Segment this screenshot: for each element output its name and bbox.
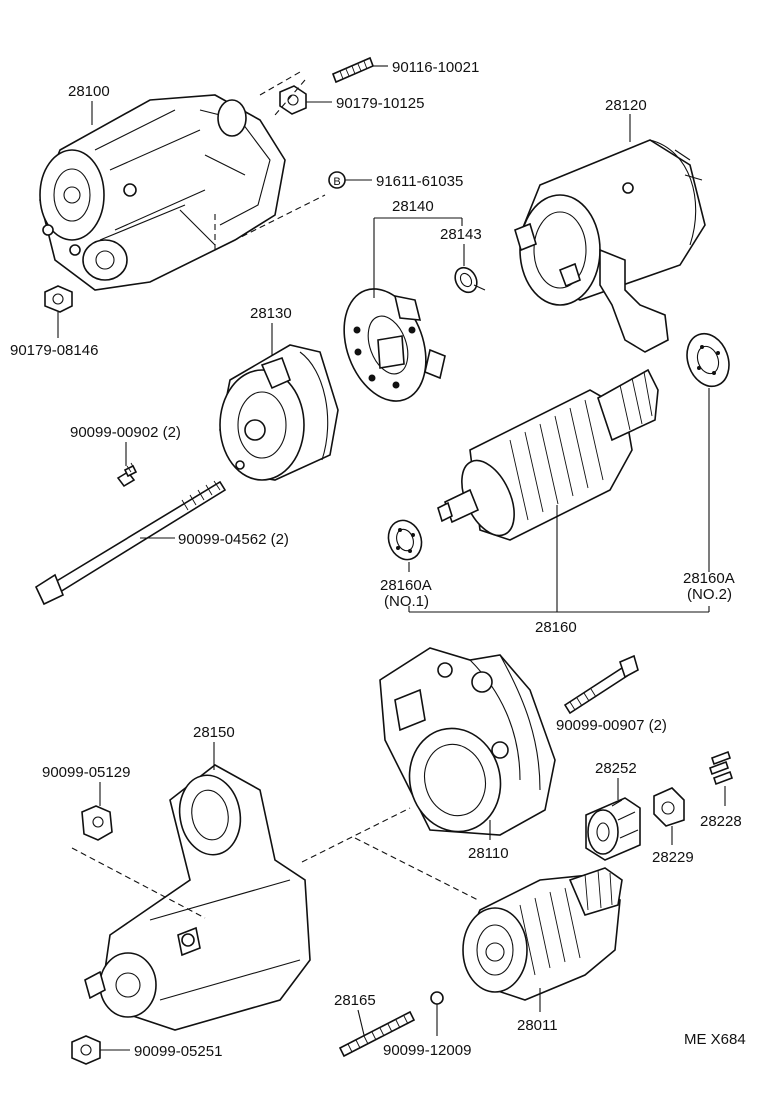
- screw-90099-00902: [116, 462, 138, 488]
- label-90116-10021: 90116-10021: [392, 59, 479, 76]
- label-28011: 28011: [517, 1017, 558, 1034]
- bearing-28160a-no2: [686, 332, 730, 388]
- through-bolt-90099-04562: [34, 480, 227, 606]
- label-28100: 28100: [68, 83, 110, 100]
- label-90099-05129: 90099-05129: [42, 764, 130, 781]
- label-90099-04562: 90099-04562 (2): [178, 531, 289, 548]
- label-28252: 28252: [595, 760, 637, 777]
- magnetic-switch-28150: [84, 764, 311, 1031]
- nut-90179-10125: [279, 85, 307, 115]
- yoke-assembly-28120: [514, 139, 706, 353]
- label-90099-12009: 90099-12009: [383, 1042, 471, 1059]
- nut-90099-05129: [81, 805, 113, 841]
- label-90179-08146: 90179-08146: [10, 342, 98, 359]
- label-28130: 28130: [250, 305, 292, 322]
- label-91611-61035: 91611-61035: [376, 173, 463, 190]
- label-90099-00907: 90099-00907 (2): [556, 717, 667, 734]
- spring-28165: [338, 1010, 416, 1058]
- nut-90099-05251: [71, 1035, 101, 1065]
- brush-holder-28140: [343, 288, 446, 402]
- rollers-28228: [708, 750, 734, 786]
- label-28228: 28228: [700, 813, 742, 830]
- label-90099-00902: 90099-00902 (2): [70, 424, 181, 441]
- label-28160a-no1: 28160A: [380, 577, 432, 594]
- label-28229: 28229: [652, 849, 694, 866]
- label-28120: 28120: [605, 97, 647, 114]
- label-28160a-no1-sub: (NO.1): [384, 593, 429, 610]
- label-28150: 28150: [193, 724, 235, 741]
- starter-clutch-28011: [462, 867, 623, 1001]
- label-28160a-no2: 28160A: [683, 570, 735, 587]
- label-28110: 28110: [468, 845, 509, 862]
- starter-assembly-28100: [39, 94, 286, 291]
- bolt-90116-10021: [331, 56, 375, 84]
- label-28140: 28140: [392, 198, 434, 215]
- bearing-28160a-no1: [387, 519, 423, 561]
- label-90179-10125: 90179-10125: [336, 95, 424, 112]
- retainer-28229: [653, 787, 685, 827]
- diagram-code: ME X684: [684, 1031, 746, 1048]
- nut-90179-08146: [44, 285, 73, 313]
- spring-28143: [454, 266, 486, 294]
- idler-gear-28252: [585, 797, 641, 861]
- bolt-90099-00907: [563, 654, 639, 715]
- label-28160a-no2-sub: (NO.2): [687, 586, 732, 603]
- label-90099-05251: 90099-05251: [134, 1043, 222, 1060]
- label-28160: 28160: [535, 619, 577, 636]
- ball-90099-12009: [430, 991, 444, 1005]
- drive-housing-28110: [379, 647, 556, 836]
- label-28143: 28143: [440, 226, 482, 243]
- commutator-end-frame-28130: [219, 344, 339, 481]
- svg-text:B: B: [333, 176, 340, 188]
- armature-28160: [437, 368, 659, 541]
- label-28165: 28165: [334, 992, 376, 1009]
